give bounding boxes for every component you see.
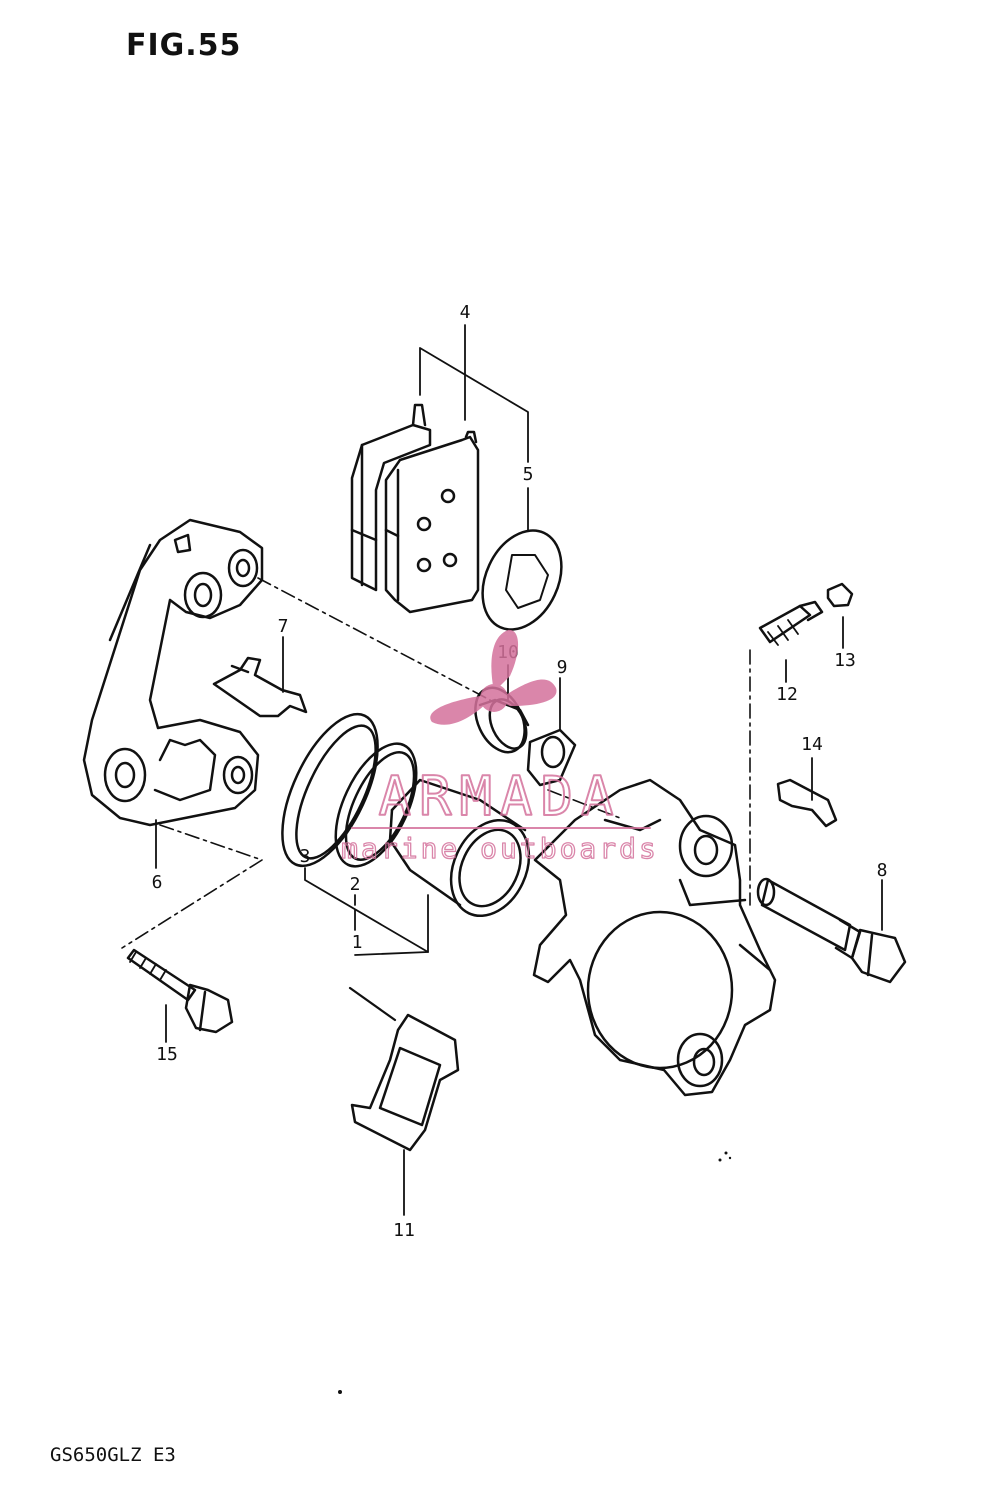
caliper-cover: [350, 1013, 460, 1152]
piston-seals: [281, 712, 418, 868]
pad-spring: [212, 656, 308, 718]
part-label-11: 11: [393, 1220, 415, 1241]
part-label-9: 9: [557, 657, 568, 678]
leader-lines: [155, 324, 883, 1216]
figure-title: FIG.55: [126, 28, 242, 63]
pad-guide: [776, 778, 838, 828]
caliper-body: [532, 778, 777, 1097]
part-label-1: 1: [352, 932, 363, 953]
sleeve-bolt: [756, 877, 907, 984]
assembly-axis-lines: [121, 577, 751, 949]
part-label-15: 15: [156, 1044, 178, 1065]
part-label-7: 7: [278, 616, 289, 637]
watermark: ARMADA marine outboards: [340, 629, 659, 866]
part-label-14: 14: [801, 734, 823, 755]
mounting-bolt: [126, 948, 234, 1034]
model-code: GS650GLZ E3: [50, 1444, 176, 1466]
part-label-12: 12: [776, 684, 798, 705]
caliper-piston: [388, 778, 531, 918]
part-label-2: 2: [350, 874, 361, 895]
part-label-6: 6: [152, 872, 163, 893]
bleeder-cap: [826, 582, 854, 608]
part-label-8: 8: [877, 860, 888, 881]
watermark-tagline: marine outboards: [341, 832, 659, 865]
part-label-4: 4: [460, 302, 471, 323]
propeller-logo-icon: [430, 629, 557, 725]
watermark-brand: ARMADA: [378, 765, 621, 828]
pad-shim: [481, 529, 563, 631]
scan-specks: [338, 1151, 732, 1394]
part-label-13: 13: [834, 650, 856, 671]
bleeder-valve: [758, 600, 824, 646]
part-label-5: 5: [523, 464, 534, 485]
part-label-3: 3: [300, 846, 311, 867]
caliper-holder: [82, 518, 264, 827]
brake-pad-set: [350, 403, 480, 614]
